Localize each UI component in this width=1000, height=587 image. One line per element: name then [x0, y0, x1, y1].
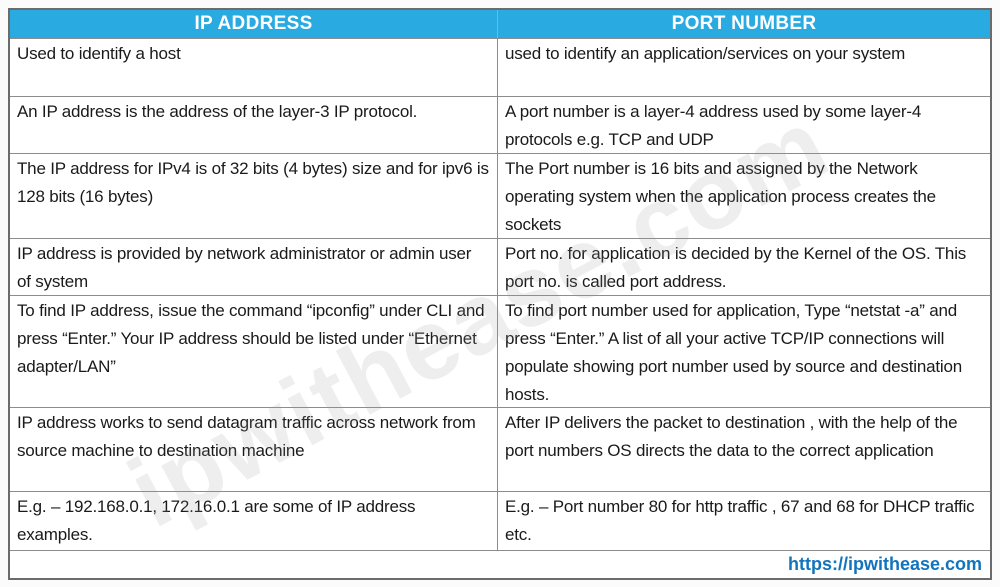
table-row: Used to identify a host used to identify…: [10, 38, 990, 96]
cell-ip: E.g. – 192.168.0.1, 172.16.0.1 are some …: [17, 497, 416, 544]
table-row: IP address is provided by network admini…: [10, 238, 990, 295]
cell-port: A port number is a layer-4 address used …: [497, 97, 990, 153]
cell-port: The Port number is 16 bits and assigned …: [497, 154, 990, 238]
cell-ip: The IP address for IPv4 is of 32 bits (4…: [17, 159, 489, 206]
comparison-table: IP ADDRESS PORT NUMBER Used to identify …: [8, 8, 992, 580]
cell-ip: IP address is provided by network admini…: [17, 244, 472, 291]
table-row: The IP address for IPv4 is of 32 bits (4…: [10, 153, 990, 238]
site-link[interactable]: https://ipwithease.com: [787, 554, 982, 574]
table-header-row: IP ADDRESS PORT NUMBER: [10, 10, 990, 38]
footer-row: https://ipwithease.com: [10, 550, 990, 578]
cell-port: E.g. – Port number 80 for http traffic ,…: [497, 492, 990, 550]
cell-ip: IP address works to send datagram traffi…: [17, 413, 476, 460]
header-port-number: PORT NUMBER: [497, 10, 990, 38]
cell-port: To find port number used for application…: [497, 296, 990, 407]
table-row: To find IP address, issue the command “i…: [10, 295, 990, 407]
cell-ip: An IP address is the address of the laye…: [17, 102, 418, 121]
table-row: E.g. – 192.168.0.1, 172.16.0.1 are some …: [10, 491, 990, 550]
cell-ip: Used to identify a host: [17, 44, 181, 63]
header-ip-address: IP ADDRESS: [194, 13, 313, 34]
cell-port: used to identify an application/services…: [497, 39, 990, 96]
cell-ip: To find IP address, issue the command “i…: [17, 301, 485, 376]
table-row: IP address works to send datagram traffi…: [10, 407, 990, 491]
cell-port: Port no. for application is decided by t…: [497, 239, 990, 295]
cell-port: After IP delivers the packet to destinat…: [497, 408, 990, 491]
table-row: An IP address is the address of the laye…: [10, 96, 990, 153]
